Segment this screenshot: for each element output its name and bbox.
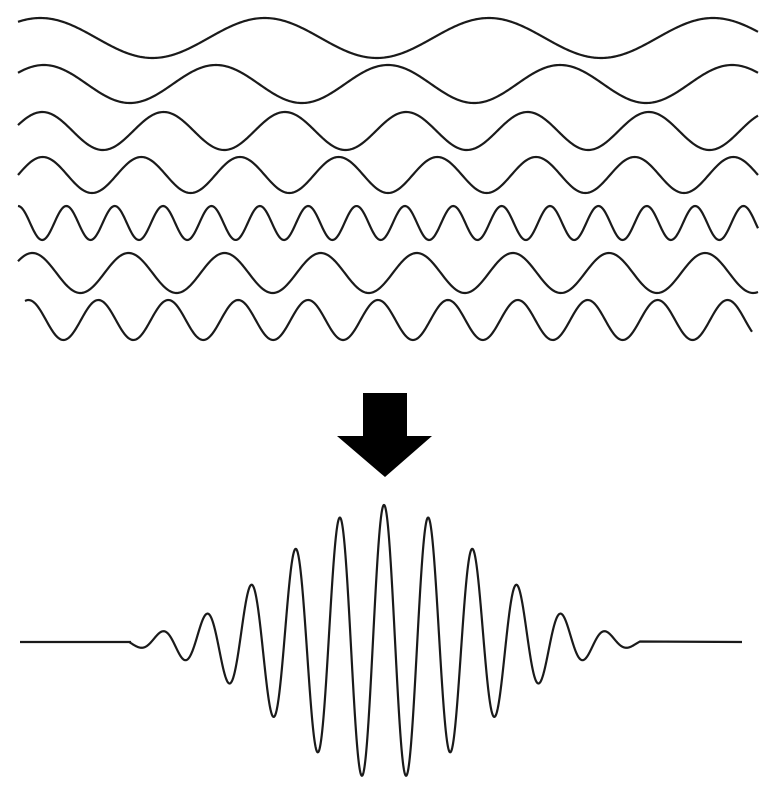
down-arrow-icon	[337, 393, 432, 477]
component-wave-1	[17, 16, 759, 60]
down-arrow-shape	[337, 393, 432, 477]
component-wave-2	[17, 63, 759, 105]
component-wave-4	[17, 155, 759, 195]
component-wave-6	[17, 251, 759, 295]
wave-packet-line	[20, 503, 743, 777]
component-wave-3	[17, 110, 759, 152]
component-wave-5	[17, 204, 759, 242]
wave-packet-group	[20, 503, 743, 777]
component-waves-group	[17, 16, 759, 342]
component-wave-7	[24, 298, 753, 342]
